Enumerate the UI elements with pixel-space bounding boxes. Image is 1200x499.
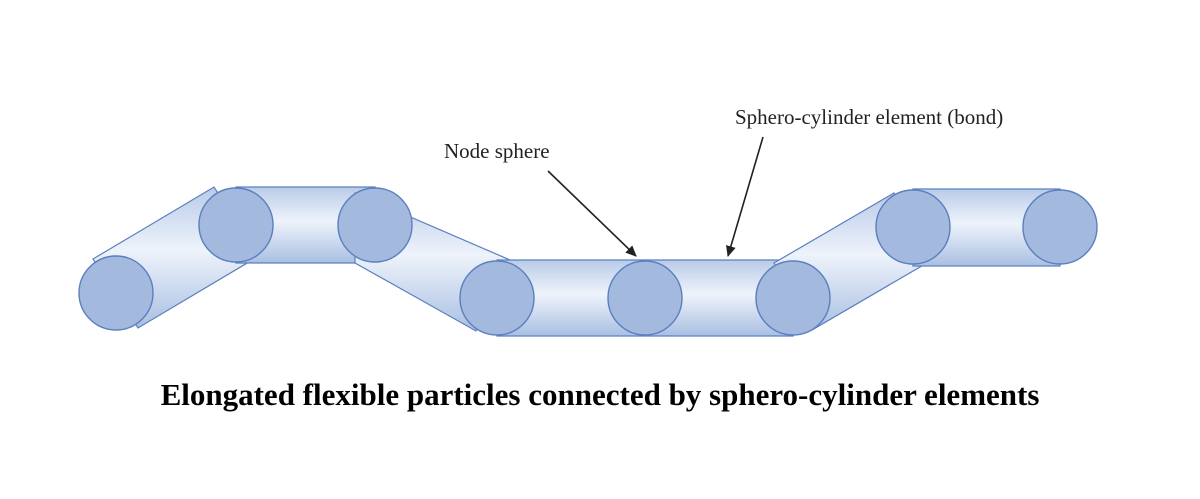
node-sphere-arrow [547, 170, 637, 257]
node-sphere-3 [337, 187, 413, 263]
bond-label: Sphero-cylinder element (bond) [735, 105, 1003, 129]
node-sphere-4 [459, 260, 535, 336]
node-sphere-label: Node sphere [444, 139, 550, 163]
node-sphere-2 [198, 187, 274, 263]
figure-caption: Elongated flexible particles connected b… [160, 377, 1040, 412]
node-group [78, 187, 1098, 336]
node-sphere-6 [755, 260, 831, 336]
node-sphere-8 [1022, 189, 1098, 265]
node-sphere-7 [875, 189, 951, 265]
bond-arrow [726, 136, 764, 257]
node-sphere-5 [607, 260, 683, 336]
node-sphere-1 [78, 255, 154, 331]
